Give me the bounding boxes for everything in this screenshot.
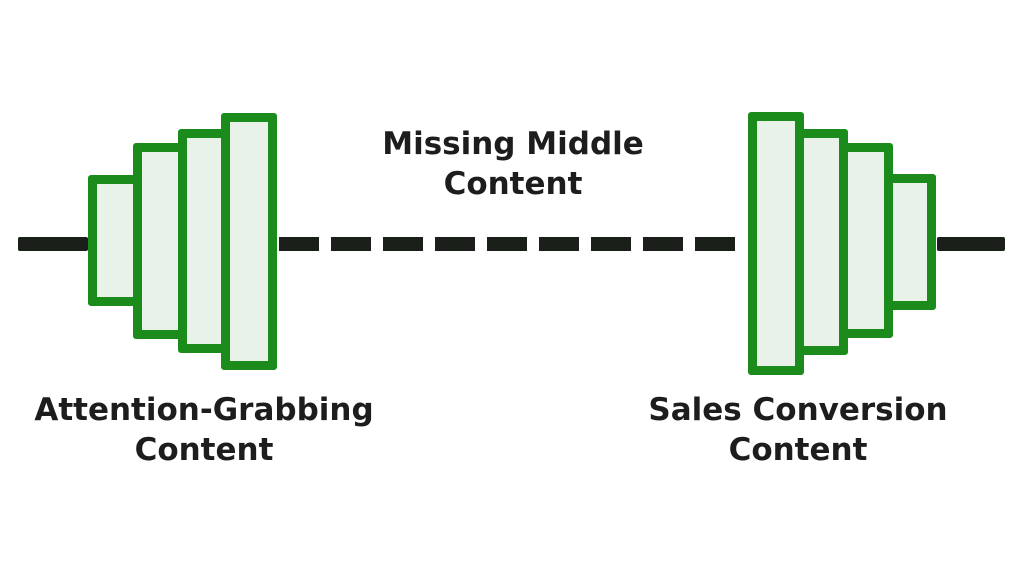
attention-grabbing-label-line2: Content bbox=[134, 432, 274, 468]
attention-grabbing-label: Attention-Grabbing Content bbox=[14, 390, 394, 470]
sales-conversion-label: Sales Conversion Content bbox=[618, 390, 978, 470]
attention-grabbing-label-line1: Attention-Grabbing bbox=[34, 392, 374, 428]
barbell-bar-right bbox=[937, 237, 1005, 251]
right-plate-1 bbox=[748, 112, 804, 375]
sales-conversion-label-line1: Sales Conversion bbox=[648, 392, 948, 428]
missing-middle-label: Missing Middle Content bbox=[333, 124, 693, 204]
missing-middle-dashed-line bbox=[279, 237, 737, 251]
sales-conversion-label-line2: Content bbox=[728, 432, 868, 468]
barbell-bar-left bbox=[18, 237, 88, 251]
missing-middle-label-line1: Missing Middle bbox=[382, 126, 644, 162]
missing-middle-label-line2: Content bbox=[443, 166, 583, 202]
left-plate-4 bbox=[221, 113, 277, 370]
